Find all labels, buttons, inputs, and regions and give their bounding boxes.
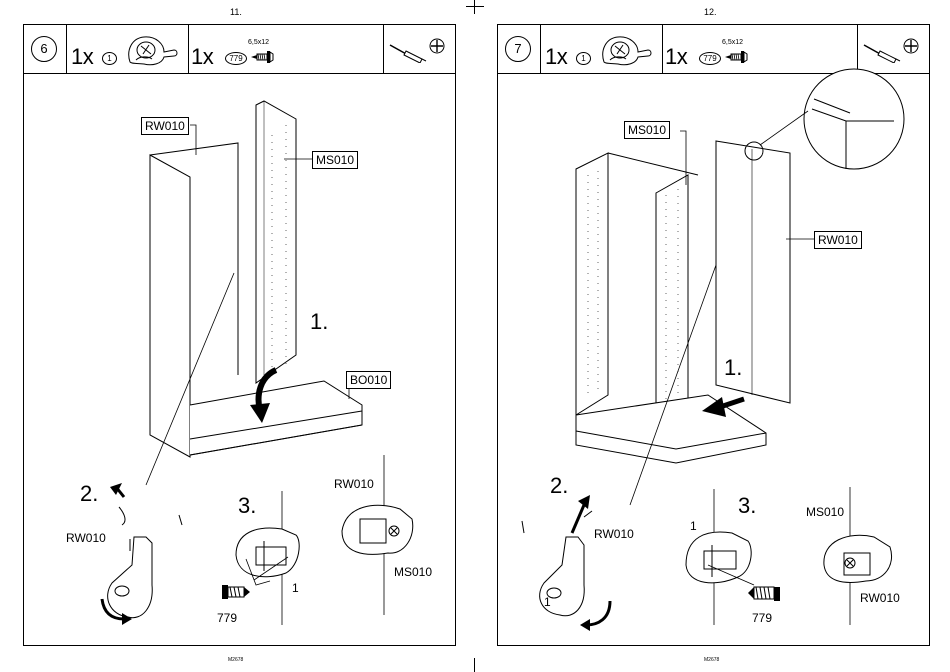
label-side-panel: RW010 [141, 117, 189, 135]
doc-id-left: M2678 [228, 657, 243, 663]
doc-id-right: M2678 [704, 657, 719, 663]
assembly-drawing [24, 25, 457, 647]
detail-label-side: RW010 [66, 531, 106, 545]
cam-number: 1 [690, 519, 697, 533]
step-3-label: 3. [738, 493, 756, 519]
screw-number: 779 [752, 611, 772, 625]
label-middle-panel: MS010 [312, 151, 358, 169]
instruction-page-left: 6 1x 1 1x 779 6,5x12 [23, 24, 456, 646]
label-bottom: BO010 [346, 371, 391, 389]
label-middle-panel: MS010 [624, 121, 670, 139]
crop-mark-top [474, 0, 475, 14]
assembly-drawing [498, 25, 931, 647]
detail-label-right-top: RW010 [334, 477, 374, 491]
crop-mark-top-h [466, 6, 484, 7]
detail-label-side: RW010 [594, 527, 634, 541]
instruction-page-right: 7 1x 1 1x 779 6,5x12 [497, 24, 930, 646]
page-number-left: 11. [230, 7, 242, 17]
step-3-label: 3. [238, 493, 256, 519]
detail-label-right-bottom: MS010 [394, 565, 432, 579]
step-1-label: 1. [310, 309, 328, 335]
step-2-label: 2. [80, 481, 98, 507]
detail-label-right-top: MS010 [806, 505, 844, 519]
step-2-label: 2. [550, 473, 568, 499]
page-number-right: 12. [704, 7, 717, 17]
cam-number-left: 1 [544, 595, 551, 609]
screw-number: 779 [217, 611, 237, 625]
detail-label-right-bottom: RW010 [860, 591, 900, 605]
crop-mark-bottom [474, 658, 475, 672]
cam-number: 1 [292, 581, 299, 595]
step-1-label: 1. [724, 355, 742, 381]
label-side-panel: RW010 [814, 231, 862, 249]
